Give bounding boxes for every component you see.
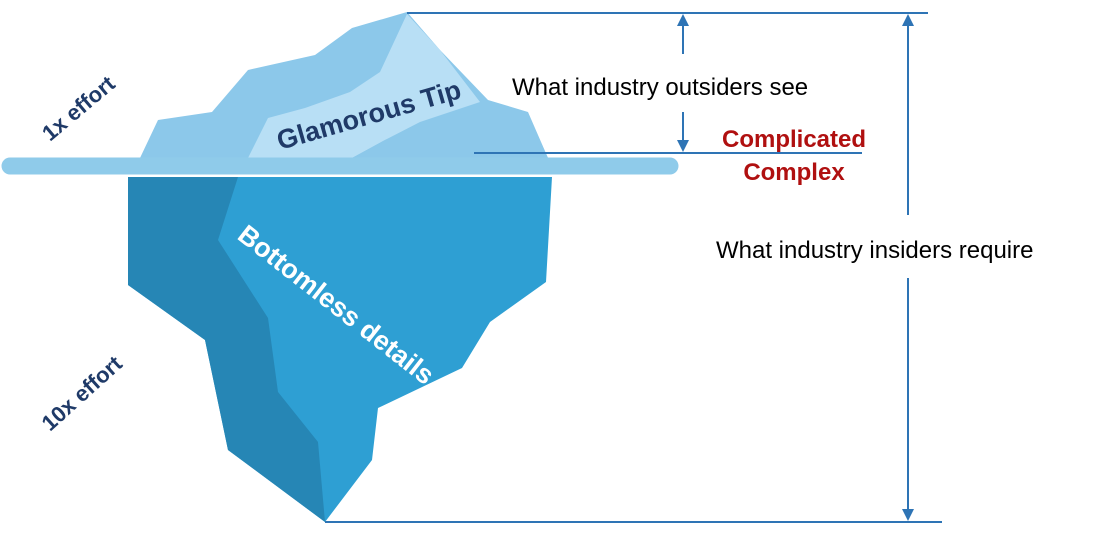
- insiders-arrowhead-down: [902, 509, 914, 521]
- effort-top-label: 1x effort: [37, 70, 120, 145]
- outsiders-arrowhead-up: [677, 14, 689, 26]
- iceberg-underwater-shadow: [128, 177, 325, 522]
- insiders-arrowhead-up: [902, 14, 914, 26]
- iceberg-tip-ridge: [352, 104, 548, 158]
- effort-bottom-label: 10x effort: [37, 350, 128, 435]
- iceberg-tip-highlight: [248, 14, 480, 158]
- complicated-label: Complicated: [722, 126, 866, 153]
- outsiders-label: What industry outsiders see: [512, 74, 808, 101]
- outsiders-arrowhead-down: [677, 140, 689, 152]
- insiders-label: What industry insiders require: [716, 237, 1033, 264]
- complex-label: Complex: [743, 159, 845, 186]
